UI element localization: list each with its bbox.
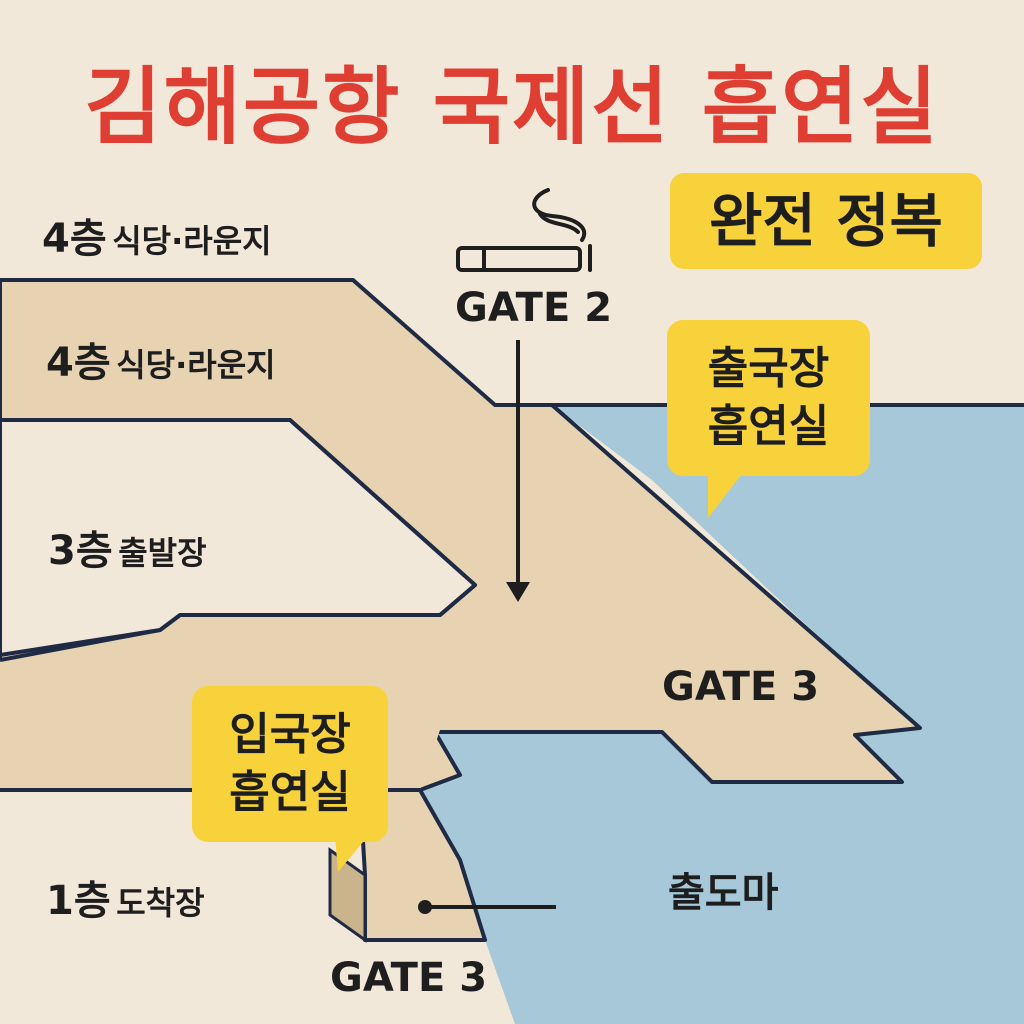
- departure-smoking-callout: [667, 320, 870, 518]
- departure-callout-text: 출국장 흡연실: [667, 340, 870, 456]
- floor-number: 1층: [46, 878, 111, 924]
- arrival-callout-text: 입국장 흡연실: [192, 706, 388, 822]
- arrival-pointer-dot: [418, 900, 432, 914]
- gate-2-label: GATE 2: [455, 285, 613, 331]
- cigarette-icon: [456, 188, 592, 272]
- page-title: 김해공항 국제선 흡연실: [84, 58, 940, 156]
- floor-name: 출발장: [118, 534, 207, 572]
- complete-guide-badge: 완전 정복: [670, 173, 982, 269]
- callout-line: 흡연실: [229, 767, 351, 818]
- gate-3-bottom-label: GATE 3: [330, 955, 488, 1001]
- water-place-label: 출도마: [668, 870, 779, 916]
- floor-name: 식당·라운지: [112, 222, 272, 260]
- callout-line: 출국장: [707, 343, 830, 394]
- floor-name: 식당·라운지: [116, 346, 276, 384]
- callout-line: 흡연실: [707, 401, 830, 452]
- gate2-arrow-head: [506, 582, 530, 602]
- water-area: [420, 405, 1024, 1024]
- pier-shadow: [328, 847, 367, 943]
- departure-hall-floor: [0, 418, 477, 657]
- floor-number: 3층: [48, 528, 113, 574]
- floor-label-4f: 4층 식당·라운지: [46, 330, 276, 388]
- floor-label-1f: 1층 도착장: [46, 868, 205, 926]
- floor-label-3f: 3층 출발장: [48, 518, 207, 576]
- floor-number: 4층: [46, 340, 111, 386]
- floor-label-4f-top: 4층 식당·라운지: [42, 206, 272, 264]
- gate-3-right-label: GATE 3: [662, 664, 820, 710]
- callout-line: 입국장: [229, 709, 351, 760]
- floor-name: 도착장: [116, 884, 205, 922]
- floor-number: 4층: [42, 216, 107, 262]
- arrival-smoking-callout: [192, 686, 388, 872]
